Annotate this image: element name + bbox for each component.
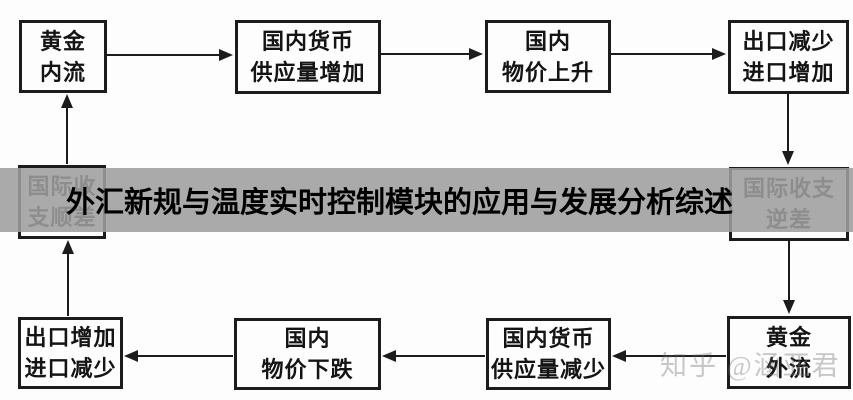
box-label: 出口减少 [742,29,835,54]
box-label: 国内 [524,28,571,54]
box-gold-outflow: 黄金 外流 [727,316,851,389]
box-label: 进口减少 [24,356,117,381]
box-label: 外流 [765,355,812,381]
title-banner: 外汇新规与温度实时控制模块的应用与发展分析综述 [0,168,853,232]
box-money-supply-decrease: 国内货币 供应量减少 [486,318,611,390]
box-label: 黄金 [765,324,812,350]
box-label: 国内货币 [502,326,595,351]
box-export-decrease-import-increase: 出口减少 进口增加 [728,20,849,94]
box-gold-inflow: 黄金 内流 [19,20,107,93]
banner-title-text: 外汇新规与温度实时控制模块的应用与发展分析综述 [66,187,734,219]
box-label: 国内 [284,326,331,351]
box-label: 国内货币 [261,29,354,54]
box-label: 黄金 [39,28,86,54]
box-money-supply-increase: 国内货币 供应量增加 [235,20,381,94]
box-export-increase-import-decrease: 出口增加 进口减少 [18,317,123,389]
box-label: 出口增加 [24,325,117,350]
box-label: 物价上升 [501,59,594,85]
box-label: 供应量减少 [490,357,606,382]
box-domestic-price-rise: 国内 物价上升 [485,20,611,93]
box-label: 供应量增加 [250,60,366,85]
box-label: 进口增加 [742,60,835,85]
box-label: 物价下跌 [261,357,354,382]
box-domestic-price-fall: 国内 物价下跌 [234,318,381,390]
box-label: 内流 [39,59,86,85]
